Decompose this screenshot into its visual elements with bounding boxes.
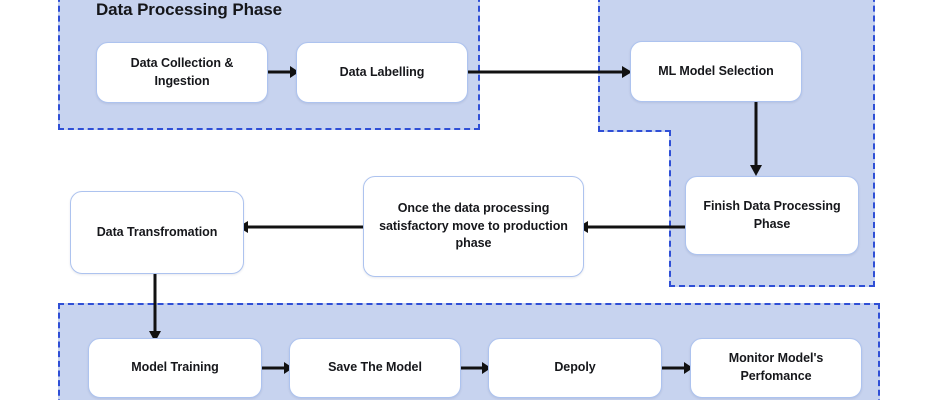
connector-collection-to-labelling — [268, 64, 300, 80]
node-label-ml-model-selection: ML Model Selection — [658, 63, 774, 78]
phase-edge-right — [873, 0, 875, 287]
node-label-model-training: Model Training — [131, 360, 219, 375]
node-label-finish-data-processing: Finish Data Processing Phase — [703, 198, 841, 231]
connector-training-to-save — [262, 360, 294, 376]
connector-decision-to-transformation — [237, 219, 369, 235]
phase-edge-bottom — [669, 285, 875, 287]
phase-edge-left-lower — [669, 130, 671, 287]
node-model-training[interactable]: Model Training — [88, 338, 262, 398]
node-label-monitor-model: Monitor Model's Perfomance — [728, 351, 824, 383]
node-data-labelling[interactable]: Data Labelling — [296, 42, 468, 103]
node-label-data-labelling: Data Labelling — [339, 64, 425, 79]
node-label-data-transformation: Data Transfromation — [96, 224, 218, 239]
connector-transformation-to-training — [147, 272, 163, 344]
connector-ml-selection-to-finish — [748, 100, 764, 178]
node-label-save-the-model: Save The Model — [328, 360, 422, 375]
phase-edge-notch — [598, 130, 671, 132]
node-monitor-model[interactable]: Monitor Model's Perfomance — [690, 338, 862, 398]
connector-finish-to-decision — [577, 219, 689, 235]
node-label-decision-note: Once the data processing satisfactory mo… — [379, 200, 568, 251]
phase-edge-left-upper — [598, 0, 600, 132]
node-ml-model-selection[interactable]: ML Model Selection — [630, 41, 802, 102]
node-data-collection[interactable]: Data Collection & Ingestion — [96, 42, 268, 103]
connector-save-to-deploy — [460, 360, 492, 376]
connector-labelling-to-ml-selection — [468, 64, 634, 80]
node-finish-data-processing[interactable]: Finish Data Processing Phase — [685, 176, 859, 255]
connector-deploy-to-monitor — [662, 360, 694, 376]
phase-title-data-processing: Data Processing Phase — [96, 0, 282, 19]
node-deploy[interactable]: Depoly — [488, 338, 662, 398]
node-decision-note[interactable]: Once the data processing satisfactory mo… — [363, 176, 584, 277]
node-save-the-model[interactable]: Save The Model — [289, 338, 461, 398]
node-label-data-collection: Data Collection & Ingestion — [130, 55, 234, 88]
node-label-deploy: Depoly — [554, 360, 596, 375]
node-data-transformation[interactable]: Data Transfromation — [70, 191, 244, 274]
